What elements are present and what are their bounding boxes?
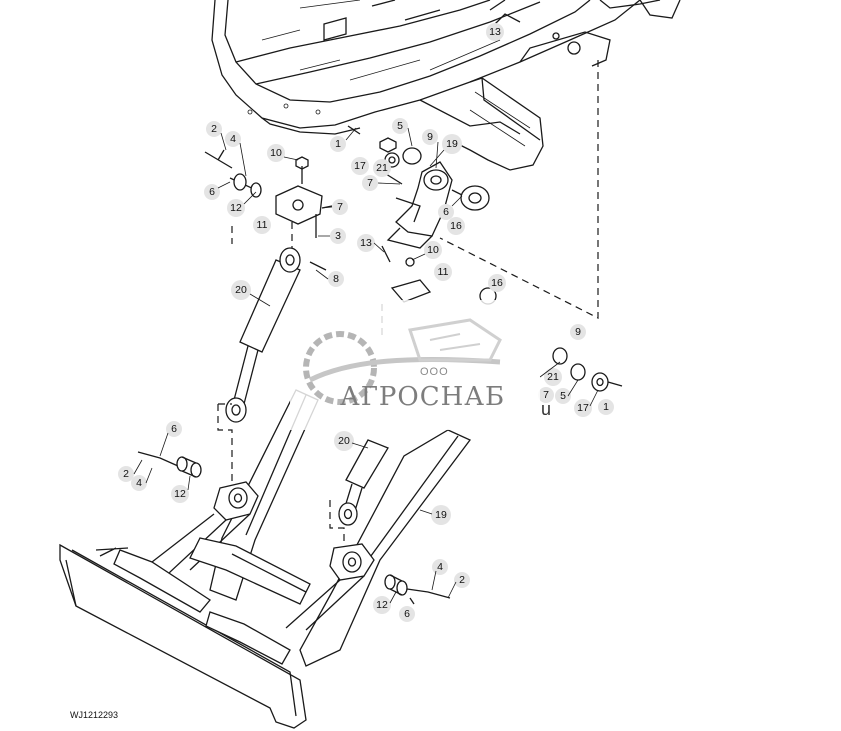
callout-7[interactable]: 7 [538,387,554,403]
callout-1[interactable]: 1 [598,399,614,415]
svg-text:10: 10 [270,147,282,159]
svg-text:17: 17 [577,402,589,414]
svg-text:12: 12 [230,202,242,214]
svg-text:6: 6 [171,423,177,435]
svg-text:10: 10 [427,244,439,256]
callout-17[interactable]: 17 [574,399,592,417]
callout-5[interactable]: 5 [555,388,571,404]
callout-6[interactable]: 6 [399,606,415,622]
callout-2[interactable]: 2 [206,121,222,137]
leader-lines [133,127,599,604]
callout-19[interactable]: 19 [431,505,451,525]
callout-2[interactable]: 2 [118,466,134,482]
callout-12[interactable]: 12 [227,199,245,217]
svg-text:9: 9 [427,131,433,143]
callout-21[interactable]: 21 [373,159,391,177]
svg-text:12: 12 [376,599,388,611]
svg-text:2: 2 [123,468,129,480]
svg-text:16: 16 [491,277,503,289]
callout-16[interactable]: 16 [488,274,506,292]
cross-tube [189,537,311,605]
left-hydraulic-cylinder [225,247,301,423]
callout-12[interactable]: 12 [171,485,189,503]
svg-text:5: 5 [560,390,566,402]
callout-14[interactable]: 13 [357,234,375,252]
svg-text:1: 1 [335,138,341,150]
svg-text:12: 12 [174,488,186,500]
callout-16[interactable]: 16 [447,217,465,235]
svg-text:20: 20 [338,435,350,447]
watermark-panel [290,300,540,430]
svg-text:6: 6 [443,206,449,218]
watermark-title: АГРОСНАБ [340,382,506,412]
assembly-guide-lines [217,60,599,548]
figure-reference: WJ1212293 [70,710,119,720]
svg-text:5: 5 [397,120,403,132]
callout-3[interactable]: 3 [330,228,346,244]
svg-text:1: 1 [603,401,609,413]
right-mount-bracket [347,125,490,263]
callout-10[interactable]: 10 [267,144,285,162]
callout-4[interactable]: 4 [432,559,448,575]
callout-12[interactable]: 12 [373,596,391,614]
callout-11[interactable]: 11 [253,216,271,234]
right-hydraulic-cylinder [338,439,389,526]
callout-9[interactable]: 9 [570,324,586,340]
svg-text:3: 3 [335,230,341,242]
svg-text:2: 2 [211,123,217,135]
watermark-logo-icon [303,318,502,405]
svg-text:6: 6 [209,186,215,198]
callout-13[interactable]: 13 [486,23,504,41]
callout-5[interactable]: 5 [392,118,408,134]
svg-text:11: 11 [438,266,449,278]
callout-7[interactable]: 7 [362,175,378,191]
left-mount-bracket [204,149,333,271]
watermark-tail: u [541,399,552,419]
svg-text:21: 21 [376,162,388,174]
svg-text:7: 7 [367,177,373,189]
callout-18[interactable]: 19 [442,134,462,154]
svg-text:13: 13 [489,26,501,38]
callout-4[interactable]: 4 [225,131,241,147]
right-loader-arm [285,429,472,667]
callout-10[interactable]: 10 [424,241,442,259]
callout-9[interactable]: 9 [422,129,438,145]
callout-7[interactable]: 7 [332,199,348,215]
callout-20[interactable]: 20 [334,431,354,451]
callout-1[interactable]: 1 [330,136,346,152]
svg-text:7: 7 [337,201,343,213]
bucket [59,543,307,729]
callout-8[interactable]: 8 [328,271,344,287]
svg-text:4: 4 [437,561,443,573]
hardware-left-pin [137,451,202,478]
svg-text:8: 8 [333,273,339,285]
svg-text:19: 19 [446,138,458,150]
svg-text:11: 11 [257,219,268,231]
svg-text:4: 4 [136,477,142,489]
svg-text:20: 20 [235,284,247,296]
callout-6[interactable]: 6 [166,421,182,437]
callout-20[interactable]: 20 [231,280,251,300]
svg-text:19: 19 [435,509,447,521]
svg-text:7: 7 [543,389,549,401]
hardware-right-pin [384,574,451,605]
callout-6[interactable]: 6 [204,184,220,200]
svg-text:9: 9 [575,326,581,338]
svg-text:17: 17 [354,160,366,172]
watermark-subtitle: ООО [420,366,449,378]
callout-11[interactable]: 11 [434,263,452,281]
callout-6[interactable]: 6 [438,204,454,220]
callout-4[interactable]: 4 [131,475,147,491]
callout-17[interactable]: 17 [351,157,369,175]
svg-text:2: 2 [459,574,465,586]
callout-2[interactable]: 2 [454,572,470,588]
svg-text:13: 13 [360,237,372,249]
svg-text:16: 16 [450,220,462,232]
svg-text:6: 6 [404,608,410,620]
svg-text:4: 4 [230,133,236,145]
tractor-frame [211,0,681,171]
svg-text:21: 21 [547,371,559,383]
callout-21[interactable]: 21 [544,368,562,386]
